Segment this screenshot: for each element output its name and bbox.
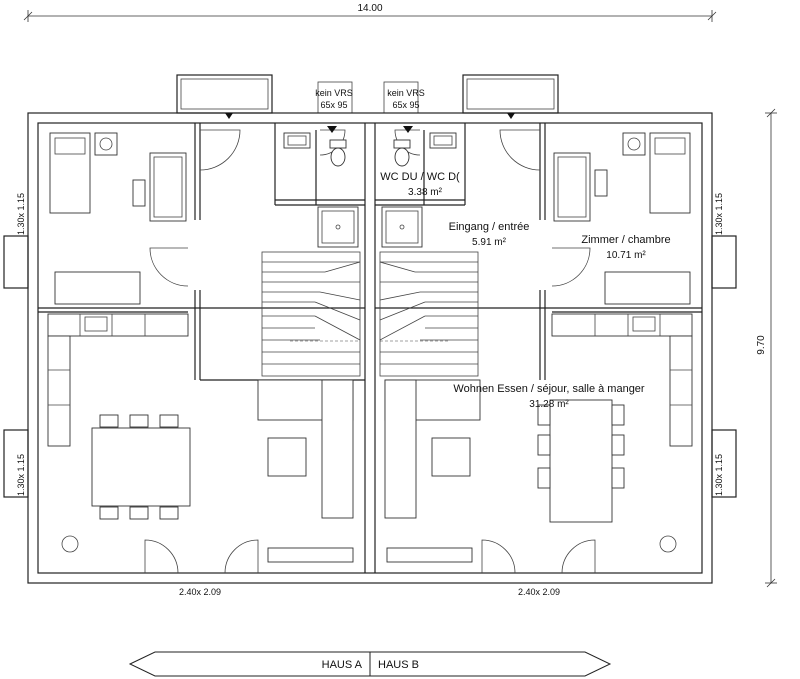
living-room-area: 31.28 m²	[529, 399, 569, 410]
light-well-right	[462, 74, 559, 114]
bedroom-furniture-house-a	[49, 132, 187, 305]
staircase-house-b	[379, 251, 479, 377]
party-wall	[364, 123, 376, 573]
house-a-label: HAUS A	[322, 659, 363, 671]
bedroom-room-name: Zimmer / chambre	[581, 234, 670, 246]
living-room-name: Wohnen Essen / séjour, salle à manger	[453, 383, 645, 395]
overall-depth-label: 9.70	[756, 335, 767, 355]
depth-dimension-line	[765, 108, 777, 588]
bathroom-fixtures-house-b	[381, 132, 457, 248]
entry-room-name: Eingang / entrée	[449, 221, 530, 233]
window-right-lower-label: 1.30x 1.15	[714, 454, 724, 496]
staircase-house-a	[261, 251, 361, 377]
door-swings	[144, 129, 596, 574]
light-well-left	[176, 74, 273, 114]
window-left-upper-label: 1.30x 1.15	[16, 193, 26, 235]
bedroom-room-area: 10.71 m²	[606, 250, 646, 261]
wc-room-name: WC DU / WC D(	[380, 171, 460, 183]
shaft-right-label-line1: kein VRS	[387, 88, 425, 98]
kitchen-house-a	[47, 313, 189, 447]
door-right-label: 2.40x 2.09	[518, 587, 560, 597]
bathroom-fixtures-house-a	[283, 132, 359, 248]
wc-room-area: 3.38 m²	[408, 187, 443, 198]
bedroom-furniture-house-b	[553, 132, 691, 305]
section-markers	[225, 113, 515, 133]
exterior-walls	[27, 112, 713, 584]
width-dimension-line	[23, 10, 717, 22]
window-left-lower-label: 1.30x 1.15	[16, 454, 26, 496]
interior-walls-house-b	[375, 123, 702, 380]
kitchen-house-b	[551, 313, 693, 447]
shaft-left-label-line2: 65x 95	[320, 100, 347, 110]
house-b-label: HAUS B	[378, 659, 419, 671]
entry-room-area: 5.91 m²	[472, 237, 507, 248]
living-furniture-house-b	[384, 379, 677, 563]
window-right-upper-label: 1.30x 1.15	[714, 193, 724, 235]
overall-width-label: 14.00	[357, 3, 382, 14]
door-left-label: 2.40x 2.09	[179, 587, 221, 597]
shaft-right-label-line2: 65x 95	[392, 100, 419, 110]
house-label-banner	[128, 651, 612, 677]
living-furniture-house-a	[61, 379, 354, 563]
shaft-left-label-line1: kein VRS	[315, 88, 353, 98]
